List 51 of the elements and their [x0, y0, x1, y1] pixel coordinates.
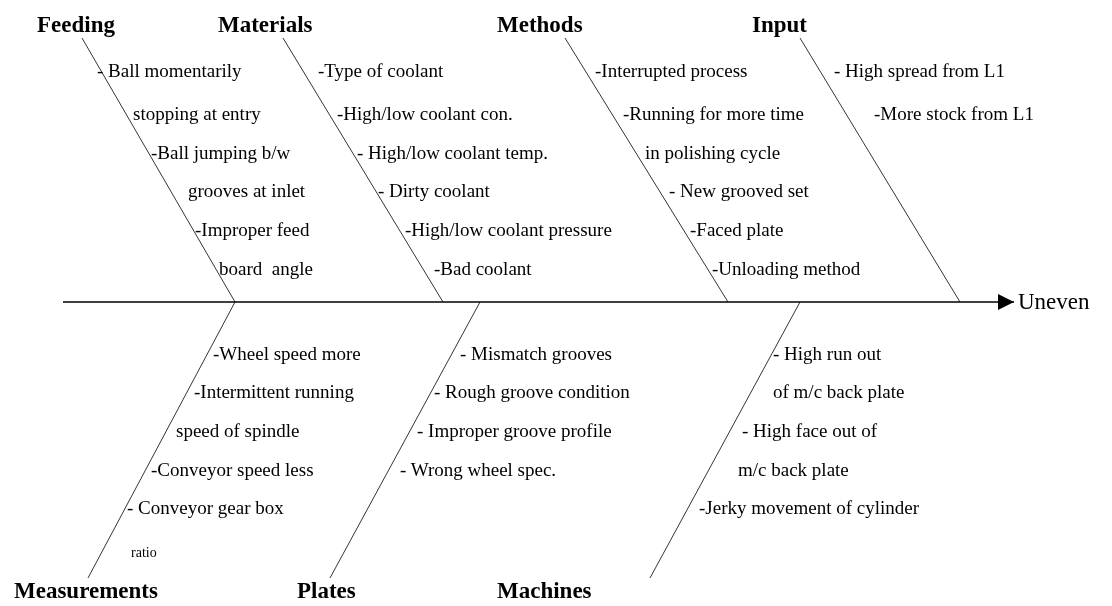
category-label: Machines — [497, 578, 592, 604]
cause-text: - Rough groove condition — [434, 380, 630, 404]
cause-text: -Ball jumping b/w — [151, 141, 291, 165]
cause-text: m/c back plate — [738, 458, 849, 482]
cause-text: -Intermittent running — [194, 380, 354, 404]
cause-text: speed of spindle — [176, 419, 300, 443]
cause-text: - High face out of — [742, 419, 878, 443]
cause-text: -Bad coolant — [434, 257, 532, 281]
cause-text: in polishing cycle — [645, 141, 781, 165]
cause-text: -Type of coolant — [318, 59, 444, 83]
bone-line — [81, 37, 236, 303]
bone-line — [329, 301, 481, 579]
cause-text: -Wheel speed more — [213, 342, 361, 366]
cause-text: stopping at entry — [133, 102, 261, 126]
cause-text: - Conveyor gear box — [127, 496, 284, 520]
cause-text: -Faced plate — [690, 218, 784, 242]
bone-line — [649, 301, 801, 579]
bone-line — [799, 37, 961, 303]
category-label: Materials — [218, 12, 313, 38]
cause-text: ratio — [131, 544, 157, 562]
cause-text: - Ball momentarily — [97, 59, 242, 83]
cause-text: - High run out — [773, 342, 882, 366]
cause-text: -High/low coolant con. — [337, 102, 513, 126]
cause-text: - Dirty coolant — [378, 179, 490, 203]
cause-text: - New grooved set — [669, 179, 809, 203]
cause-text: -Running for more time — [623, 102, 804, 126]
category-label: Measurements — [14, 578, 158, 604]
spine-arrow — [62, 294, 1015, 310]
bone-line — [87, 301, 236, 579]
effect-label: Uneven — [1018, 289, 1090, 315]
cause-text: -Unloading method — [712, 257, 861, 281]
cause-text: - High spread from L1 — [834, 59, 1005, 83]
cause-text: -Jerky movement of cylinder — [699, 496, 919, 520]
cause-text: -Improper feed — [195, 218, 310, 242]
cause-text: - Improper groove profile — [417, 419, 612, 443]
bone-line — [564, 37, 729, 303]
cause-text: of m/c back plate — [773, 380, 905, 404]
cause-text: -High/low coolant pressure — [405, 218, 612, 242]
cause-text: -Conveyor speed less — [151, 458, 314, 482]
bone-line — [282, 37, 444, 303]
cause-text: -Interrupted process — [595, 59, 748, 83]
category-label: Input — [752, 12, 807, 38]
cause-text: -More stock from L1 — [874, 102, 1034, 126]
cause-text: - Mismatch grooves — [460, 342, 612, 366]
cause-text: - High/low coolant temp. — [357, 141, 549, 165]
cause-text: - Wrong wheel spec. — [400, 458, 557, 482]
category-label: Feeding — [37, 12, 115, 38]
category-label: Methods — [497, 12, 583, 38]
cause-text: board angle — [219, 257, 313, 281]
category-label: Plates — [297, 578, 356, 604]
cause-text: grooves at inlet — [188, 179, 306, 203]
